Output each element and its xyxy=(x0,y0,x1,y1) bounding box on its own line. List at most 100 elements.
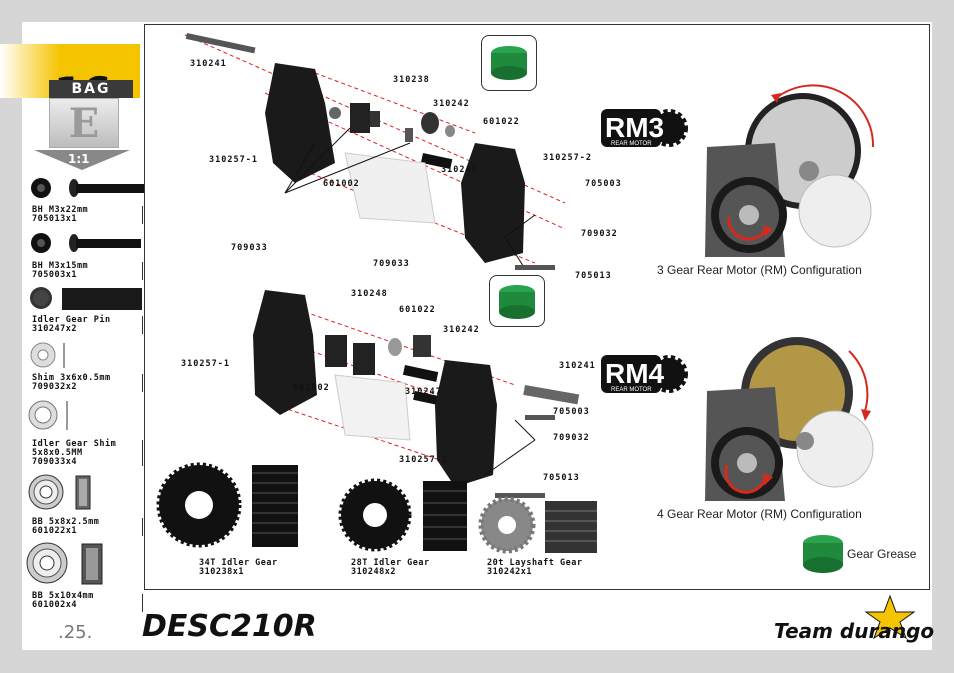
grease-callout-top xyxy=(481,35,537,91)
bearing-small-icon xyxy=(28,474,91,510)
bag-letter: E xyxy=(49,98,119,148)
divider xyxy=(142,316,143,334)
rm4-badge-sub: REAR MOTOR xyxy=(611,387,652,393)
label-310257-2-top: 310257-2 xyxy=(543,153,592,163)
label-310241-top: 310241 xyxy=(190,59,227,69)
label-705003-bottom: 705003 xyxy=(553,407,590,417)
label-310248: 310248 xyxy=(351,289,388,299)
part-7-name: BB 5x10x4mm xyxy=(32,591,94,601)
part-5-name: Idler Gear Shim 5x8x0.5MM xyxy=(32,439,117,458)
page-number: .25. xyxy=(58,622,93,643)
part-3-code: 310247x2 xyxy=(32,324,77,334)
short-screw-icon xyxy=(31,233,141,253)
label-310247-bottom: 310247 xyxy=(405,387,442,397)
pin-icon xyxy=(30,287,142,310)
part-6-name: BB 5x8x2.5mm xyxy=(32,517,100,527)
label-310238: 310238 xyxy=(393,75,430,85)
brand-logo-text: Team durango xyxy=(774,619,934,643)
gear-34t-code: 310238x1 xyxy=(199,567,244,577)
brand-logo: Team durango xyxy=(770,594,934,650)
part-5-text: Idler Gear Shim 5x8x0.5MM 709033x4 xyxy=(32,440,132,467)
gear-28t-icon xyxy=(338,478,467,552)
grease-tub-icon xyxy=(499,285,535,319)
label-705013-bottom: 705013 xyxy=(543,473,580,483)
bottom-exploded-diagram xyxy=(253,290,580,498)
gear-34t-icon xyxy=(156,462,298,548)
part-4-code: 709032x2 xyxy=(32,382,77,392)
gear-28t-text: 28T Idler Gear 310248x2 xyxy=(351,559,430,577)
divider xyxy=(142,594,143,612)
scale-indicator: 1:1 xyxy=(34,150,130,170)
gear-20t-name: 20t Layshaft Gear xyxy=(487,558,583,568)
part-2-name: BH M3x15mm xyxy=(32,261,89,271)
label-310257-1-bottom: 310257-1 xyxy=(181,359,230,369)
part-1-name: BH M3x22mm xyxy=(32,205,89,215)
label-310242-top: 310242 xyxy=(433,99,470,109)
part-5-code: 709033x4 xyxy=(32,457,77,467)
part-6-text: BB 5x8x2.5mm 601022x1 xyxy=(32,518,99,536)
gear-28t-name: 28T Idler Gear xyxy=(351,558,430,568)
gear-20t-icon xyxy=(478,496,597,554)
gear-grease-label: Gear Grease xyxy=(847,547,917,561)
label-310257-1-top: 310257-1 xyxy=(209,155,258,165)
divider xyxy=(142,518,143,536)
manual-page: 16 BAG E 1:1 BH M3x22mm 705013x1 BH M3x1… xyxy=(0,22,934,650)
part-2-text: BH M3x15mm 705003x1 xyxy=(32,262,88,280)
label-709032-bottom: 709032 xyxy=(553,433,590,443)
long-screw-icon xyxy=(31,178,168,198)
label-310247-top: 310247 xyxy=(441,165,478,175)
rm3-badge-text: RM3 xyxy=(605,112,664,143)
part-1-text: BH M3x22mm 705013x1 xyxy=(32,206,88,224)
rm4-badge: RM4 REAR MOTOR xyxy=(601,355,688,393)
product-logo-text: DESC210R xyxy=(142,609,317,644)
gear-20t-text: 20t Layshaft Gear 310242x1 xyxy=(487,559,583,577)
divider xyxy=(142,440,143,466)
label-709032-top: 709032 xyxy=(581,229,618,239)
label-705003-top: 705003 xyxy=(585,179,622,189)
rm3-badge: RM3 REAR MOTOR xyxy=(601,109,688,147)
gear-20t-code: 310242x1 xyxy=(487,567,532,577)
label-310242-bottom: 310242 xyxy=(443,325,480,335)
label-601002-top: 601002 xyxy=(323,179,360,189)
label-310241-bottom: 310241 xyxy=(559,361,596,371)
part-2-code: 705003x1 xyxy=(32,270,77,280)
scale-label: 1:1 xyxy=(68,152,90,166)
assembly-panel: 310241 310238 310242 601022 310257-1 310… xyxy=(144,24,930,590)
bearing-large-icon xyxy=(26,542,103,585)
bag-label: BAG xyxy=(49,80,133,98)
part-1-code: 705013x1 xyxy=(32,214,77,224)
part-4-name: Shim 3x6x0.5mm xyxy=(32,373,111,383)
label-709033-top: 709033 xyxy=(231,243,268,253)
bag-indicator: BAG E xyxy=(49,80,133,150)
gear-28t-code: 310248x2 xyxy=(351,567,396,577)
part-7-code: 601002x4 xyxy=(32,600,77,610)
gear-grease-icon xyxy=(803,535,843,573)
label-709033-bottom: 709033 xyxy=(373,259,410,269)
label-310257-2-bottom: 310257-2 xyxy=(399,455,448,465)
rm3-badge-sub: REAR MOTOR xyxy=(611,141,652,147)
divider xyxy=(142,262,143,280)
divider xyxy=(142,206,143,224)
part-3-text: Idler Gear Pin 310247x2 xyxy=(32,316,111,334)
rm4-caption: 4 Gear Rear Motor (RM) Configuration xyxy=(657,507,862,521)
gear-34t-name: 34T Idler Gear xyxy=(199,558,278,568)
scale-arrow-icon xyxy=(34,150,130,170)
star-icon xyxy=(864,594,916,640)
divider xyxy=(142,374,143,392)
part-6-code: 601022x1 xyxy=(32,526,77,536)
part-7-text: BB 5x10x4mm 601002x4 xyxy=(32,592,94,610)
gear-34t-text: 34T Idler Gear 310238x1 xyxy=(199,559,278,577)
label-601022-bottom: 601022 xyxy=(399,305,436,315)
rm4-badge-text: RM4 xyxy=(605,358,665,389)
grease-callout-bottom xyxy=(489,275,545,327)
part-3-name: Idler Gear Pin xyxy=(32,315,111,325)
rm3-gearbox-diagram xyxy=(705,84,875,257)
rm3-caption: 3 Gear Rear Motor (RM) Configuration xyxy=(657,263,862,277)
idler-shim-icon xyxy=(28,400,68,430)
top-exploded-diagram xyxy=(184,33,566,270)
label-705013-top: 705013 xyxy=(575,271,612,281)
label-601022-top: 601022 xyxy=(483,117,520,127)
rm4-gearbox-diagram xyxy=(705,337,874,501)
grease-tub-icon xyxy=(491,46,527,80)
part-4-text: Shim 3x6x0.5mm 709032x2 xyxy=(32,374,111,392)
